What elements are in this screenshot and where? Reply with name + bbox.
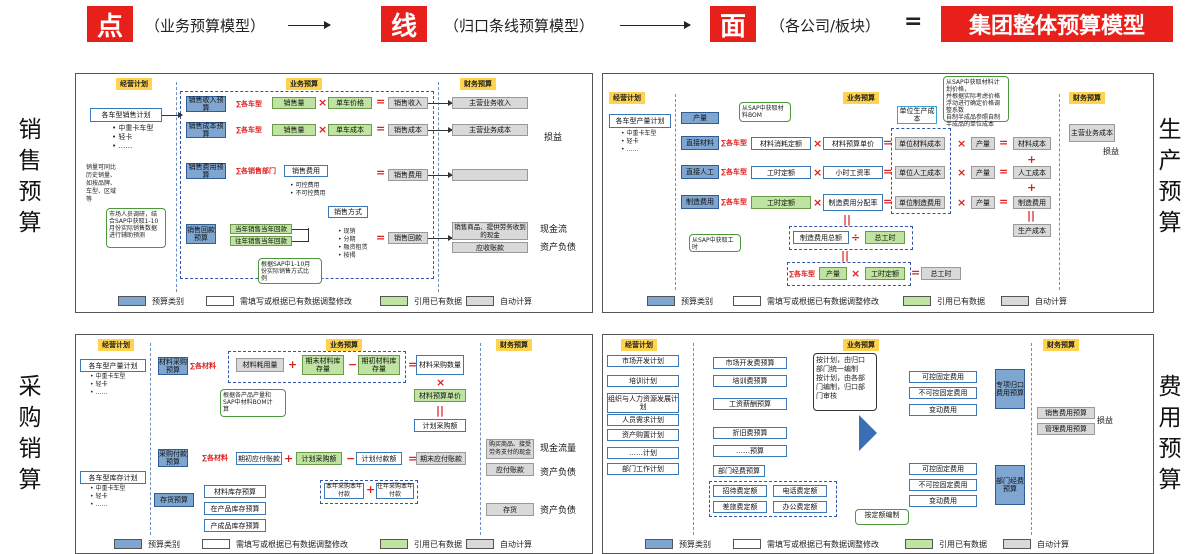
sales-fin-revenue: 主营业务收入 <box>452 97 528 109</box>
sales-cat-revenue: 销售收入预算 <box>186 96 226 112</box>
sales-plan-note: 销量可同比历史销量、如按品牌、车型、区域等 <box>86 164 117 203</box>
side-label-sales: 销售预算 <box>18 117 42 236</box>
sales-section-business: 业务预算 <box>286 78 322 90</box>
sales-section-plan: 经营计划 <box>116 78 152 90</box>
header-arrow-1 <box>288 21 331 29</box>
prod-plan-box: 各车型产量计划 <box>609 114 671 128</box>
sales-panel: 经营计划 业务预算 财务预算 各车型销售计划 • 中重卡车型• 轻卡• …… 销… <box>75 73 593 313</box>
header-point-desc: （业务预算模型） <box>145 17 266 35</box>
sales-fin-cost: 主营业务成本 <box>452 124 528 136</box>
header-face-desc: （各公司/板块） <box>770 17 881 35</box>
side-label-expense: 费用预算 <box>1158 374 1182 493</box>
prod-cat-labor: 直接人工 <box>681 165 719 179</box>
prod-unit-cost: 单位生产成本 <box>897 106 937 124</box>
sales-section-finance: 财务预算 <box>460 78 496 90</box>
sales-label-cash: 现金流 <box>540 225 568 235</box>
sales-unit-cost: 单车成本 <box>328 124 372 136</box>
sales-price: 单车价格 <box>328 97 372 109</box>
sales-plan-box: 各车型销售计划 <box>90 108 162 122</box>
prod-sap-bom: 从SAP中获取材料BOM <box>739 102 791 122</box>
procurement-panel: 经营计划 业务预算 财务预算 各车型产量计划 • 中重卡车型• 轻卡• …… 各… <box>75 334 593 554</box>
prod-business-box <box>891 128 951 214</box>
header-face: 面 <box>710 6 756 42</box>
sales-fee-items: • 可控费用• 不可控费用 <box>290 182 326 197</box>
sales-cat-cost: 销售成本预算 <box>186 122 226 138</box>
sales-fin-fee <box>452 169 528 181</box>
side-label-procurement: 采购销算 <box>18 374 42 493</box>
sales-fin-receivable: 应收账款 <box>452 242 528 253</box>
expense-panel: 经营计划 业务预算 财务预算 市场开发计划 培训计划 组织与人力资源发展计划 人… <box>602 334 1154 554</box>
sales-label-bs: 资产负债 <box>540 243 577 253</box>
sales-cost: 销售成本 <box>388 124 428 136</box>
sales-fin-cash: 销售商品、提供劳务收到的现金 <box>452 222 528 240</box>
header-line: 线 <box>381 6 427 42</box>
sales-revenue: 销售收入 <box>388 97 428 109</box>
sales-cat-collection: 销售回款预算 <box>186 224 216 244</box>
header-point: 点 <box>87 6 133 42</box>
header-arrow-2 <box>620 21 691 29</box>
prod-sap-price: 从SAP中获取材料计划价格，并根据实际考虑价格浮动进行确定价格调整系数自制半成品… <box>943 76 1009 128</box>
prod-cat-overhead: 制造费用 <box>681 195 719 209</box>
sales-collection: 销售回款 <box>388 232 428 244</box>
sales-qty-1: 销售量 <box>272 97 316 109</box>
sales-method-items: • 现销• 分期• 融资租赁• 按揭 <box>338 228 368 259</box>
sales-plan-items: • 中重卡车型• 轻卡• …… <box>112 124 154 150</box>
sales-collect-current: 当年销售当年回款 <box>230 224 292 234</box>
prod-cat-output: 产量 <box>681 112 719 124</box>
sales-qty-2: 销售量 <box>272 124 316 136</box>
side-label-production: 生产预算 <box>1158 117 1182 236</box>
sales-sap-note: 根据SAP中1-10月份实际销售方式比例 <box>258 258 322 284</box>
sales-fee-res: 销售费用 <box>388 169 428 181</box>
sales-label-pl: 损益 <box>544 133 563 143</box>
sales-cat-fee: 销售费用预算 <box>186 163 226 179</box>
production-panel: 经营计划 业务预算 财务预算 各车型产量计划 • 中重卡车型• 轻卡• …… 产… <box>602 73 1154 313</box>
header-line-desc: （归口条线预算模型） <box>444 17 595 35</box>
sales-method-box: 销售方式 <box>328 206 368 218</box>
prod-cat-material: 直接材料 <box>681 136 719 150</box>
sales-fee: 销售费用 <box>284 165 328 177</box>
header-result: 集团整体预算模型 <box>941 6 1173 42</box>
expense-arrow-icon <box>859 415 877 451</box>
header-equals: = <box>904 9 923 34</box>
sales-collect-past: 往年销售当年回款 <box>230 236 292 246</box>
prod-fin: 主营业务成本 <box>1069 124 1115 142</box>
